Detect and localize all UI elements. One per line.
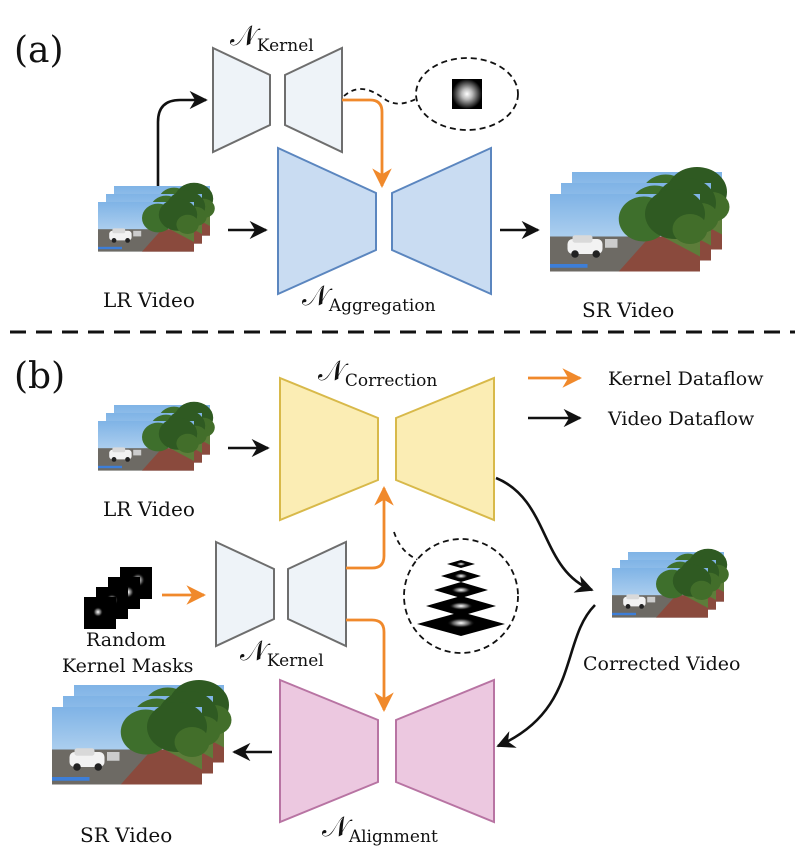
aggregation-encoder xyxy=(277,146,377,296)
legend-kernel-label: Kernel Dataflow xyxy=(608,368,764,390)
kernel-encoder-b xyxy=(215,540,275,648)
kernel-decoder-b xyxy=(287,540,347,648)
alignment-net-label: 𝒩Alignment xyxy=(322,810,438,847)
correction-encoder xyxy=(279,376,379,522)
sr-video-frames-a xyxy=(550,167,730,272)
kernel-net-label-b: 𝒩Kernel xyxy=(240,634,324,671)
sr-video-label-a: SR Video xyxy=(582,298,674,322)
kernel-network-a xyxy=(212,46,343,154)
correction-network xyxy=(279,376,495,522)
sr-video-label-b: SR Video xyxy=(80,823,172,847)
sr-video-frames-b xyxy=(52,680,232,785)
masks-label-line1: Random xyxy=(86,629,166,651)
video-arrow-lr-to-kernel-a xyxy=(156,90,208,193)
kernel-zoom-connector-a xyxy=(343,88,419,105)
aggregation-decoder xyxy=(391,146,492,296)
lr-video-label-a: LR Video xyxy=(103,288,195,312)
corrected-video-label: Corrected Video xyxy=(583,653,740,675)
kernel-net-label-a: 𝒩Kernel xyxy=(230,19,314,56)
aggregation-net-label: 𝒩Aggregation xyxy=(302,279,436,316)
legend: Kernel Dataflow Video Dataflow xyxy=(528,368,764,430)
alignment-decoder xyxy=(395,678,495,824)
alignment-encoder xyxy=(279,678,379,824)
kernel-arrow-to-correction xyxy=(346,486,394,570)
panel-b-tag: (b) xyxy=(14,356,65,397)
aggregation-network xyxy=(277,146,492,296)
kernel-zoom-connector-b xyxy=(393,531,419,561)
video-arrow-correction-to-corrected xyxy=(495,476,594,593)
panel-a-tag: (a) xyxy=(14,30,64,71)
random-kernel-masks xyxy=(84,567,152,629)
lr-video-label-b: LR Video xyxy=(103,497,195,521)
correction-decoder xyxy=(395,376,495,522)
alignment-network xyxy=(279,678,495,824)
kernel-arrow-to-alignment xyxy=(346,618,394,712)
correction-net-label: 𝒩Correction xyxy=(318,354,437,391)
corrected-video-frames xyxy=(612,548,729,618)
lr-video-frames-b xyxy=(98,401,215,471)
lr-video-frames-a xyxy=(98,182,215,252)
blur-kernel-icon xyxy=(452,79,482,109)
kernel-decoder-a xyxy=(284,46,343,154)
kernel-encoder-a xyxy=(212,46,271,154)
video-arrow-corrected-to-alignment xyxy=(496,604,596,748)
masks-label-line2: Kernel Masks xyxy=(62,655,193,677)
kernel-pyramid-icon xyxy=(417,560,505,636)
kernel-network-b xyxy=(215,540,347,648)
legend-video-label: Video Dataflow xyxy=(607,408,755,430)
kernel-arrow-to-aggregation xyxy=(342,98,392,188)
